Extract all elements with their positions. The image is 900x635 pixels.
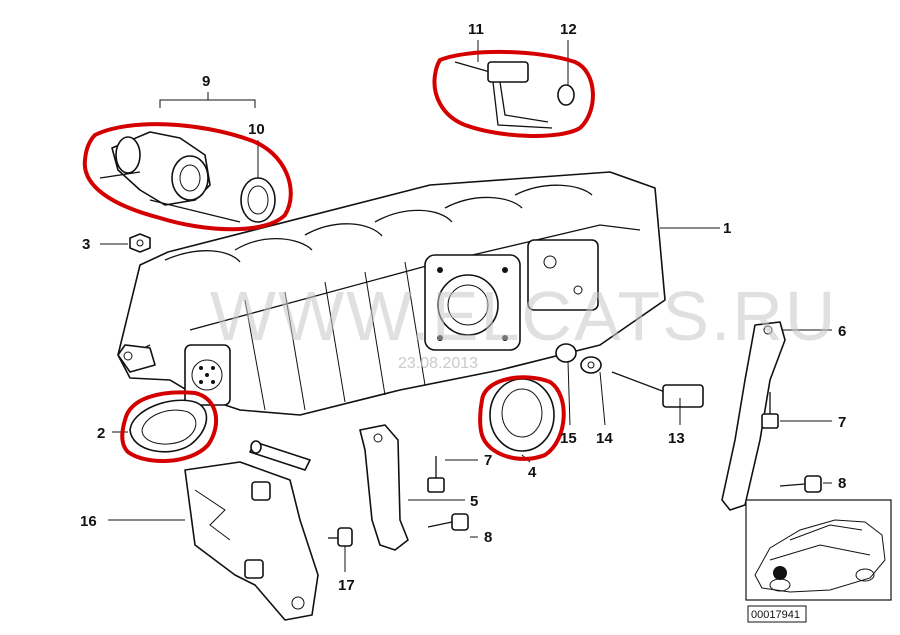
callout-9: 9 [202, 73, 210, 90]
bolt-8-right[interactable] [779, 475, 822, 493]
callout-numbers: 1 2 3 4 5 6 7 7 8 8 9 10 11 12 13 14 15 … [80, 21, 846, 594]
callout-6: 6 [838, 323, 846, 340]
engine-location-dot [773, 566, 787, 580]
bolt-17[interactable] [328, 527, 353, 547]
callout-7-right: 7 [838, 414, 846, 431]
idle-control-valve[interactable] [99, 131, 241, 223]
callout-4: 4 [528, 464, 537, 481]
callout-5: 5 [470, 493, 478, 510]
temperature-sensor[interactable] [454, 61, 553, 129]
reference-code: 00017941 [751, 609, 800, 621]
callout-3: 3 [82, 236, 90, 253]
highlight-2 [120, 390, 218, 463]
watermark-text: WWW.ELCATS.RU [210, 277, 837, 355]
watermark-date: 23.08.2013 [398, 355, 478, 372]
highlight-4 [478, 375, 566, 461]
callout-17: 17 [338, 577, 355, 594]
seal-ring-10[interactable] [240, 177, 276, 223]
callout-15: 15 [560, 430, 577, 447]
support-strut-5[interactable] [359, 424, 409, 551]
bracket-16[interactable] [184, 440, 319, 621]
callout-14: 14 [596, 430, 613, 447]
callout-11: 11 [468, 21, 484, 38]
bolt-7-lower[interactable] [427, 456, 445, 493]
washer-14[interactable] [580, 356, 602, 374]
callout-8-right: 8 [838, 475, 846, 492]
car-outline [754, 519, 886, 593]
highlight-9-10 [82, 122, 293, 232]
seal-ring-4[interactable] [489, 378, 555, 452]
bolt-8-lower[interactable] [427, 513, 469, 531]
location-inset [745, 499, 892, 601]
callout-2: 2 [97, 425, 105, 442]
bushing-15[interactable] [555, 343, 577, 363]
callout-16: 16 [80, 513, 97, 530]
callout-13: 13 [668, 430, 685, 447]
leader-lines [100, 40, 832, 572]
seal-ring-12[interactable] [557, 84, 575, 106]
hex-nut-3[interactable] [129, 233, 151, 253]
highlight-11-12 [432, 50, 595, 138]
intake-manifold[interactable] [117, 171, 666, 416]
gasket-2[interactable] [129, 399, 208, 453]
callout-10: 10 [248, 121, 265, 138]
callout-7-lower: 7 [484, 452, 492, 469]
callout-8-lower: 8 [484, 529, 492, 546]
highlight-marks [82, 50, 595, 463]
callout-12: 12 [560, 21, 577, 38]
callout-1: 1 [723, 220, 731, 237]
sensor-13[interactable] [611, 371, 704, 408]
support-strut-6[interactable] [721, 321, 786, 511]
bolt-7-right[interactable] [761, 392, 779, 429]
